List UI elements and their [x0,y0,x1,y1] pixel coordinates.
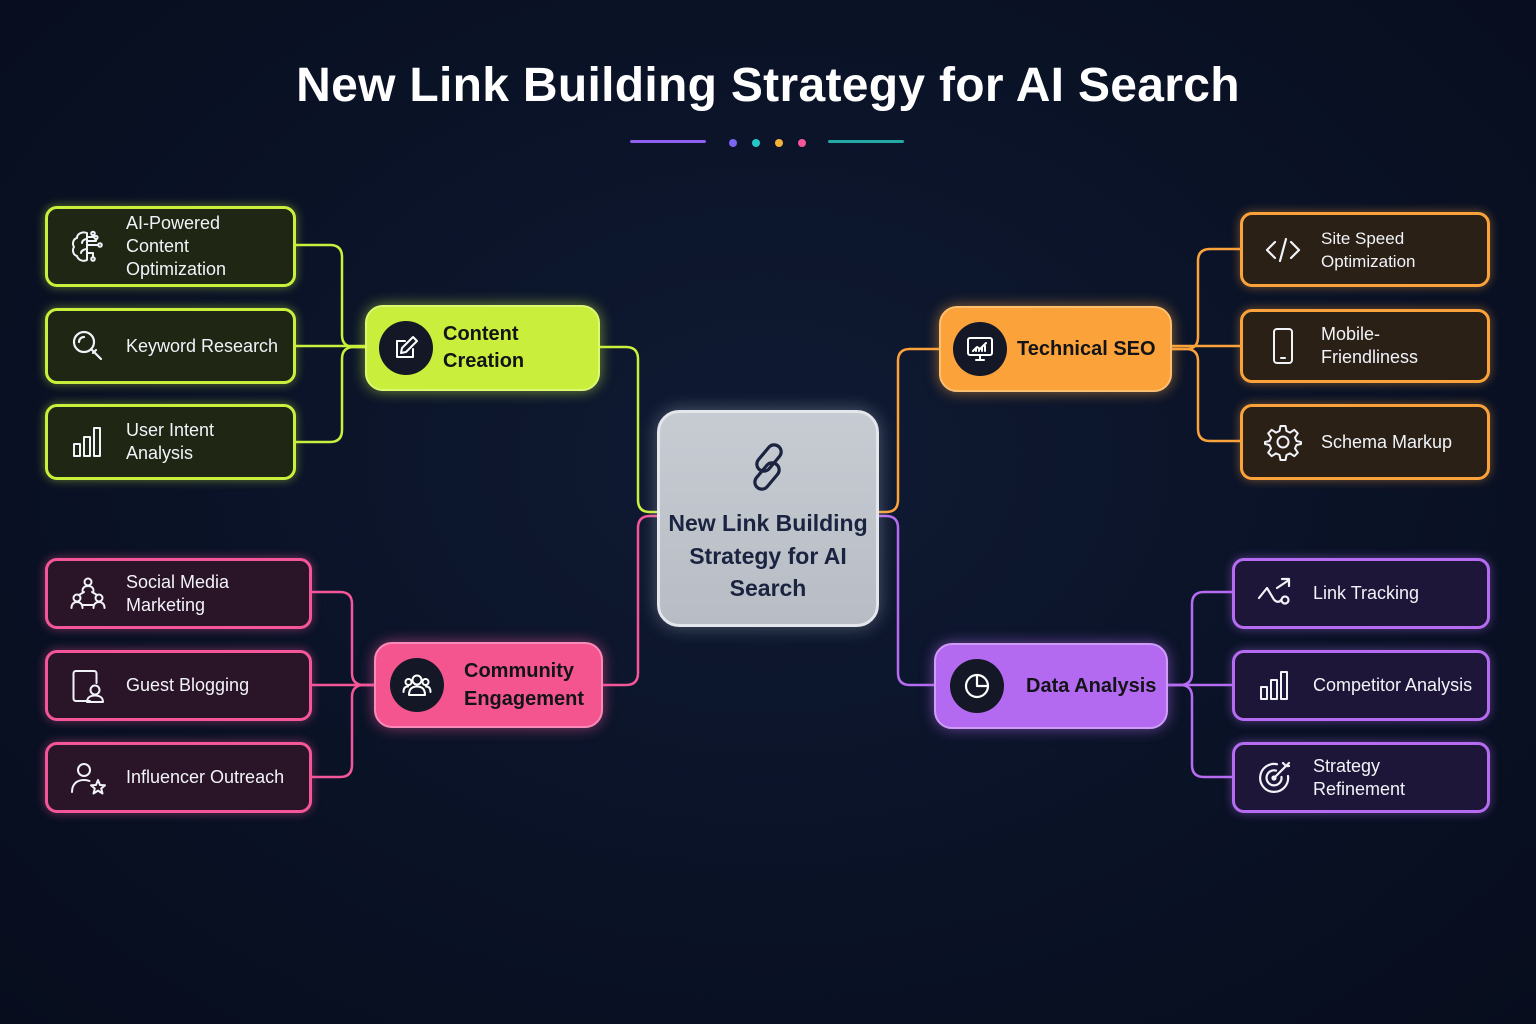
leaf-label: Competitor Analysis [1313,675,1473,695]
user-star-icon [66,756,110,800]
leaf-strategy-refinement[interactable]: Strategy Refinement [1232,742,1490,813]
leaf-label: Social Media Marketing [126,571,230,615]
center-node[interactable]: New Link Building Strategy for AI Search [657,410,879,627]
hub-technical-seo[interactable]: Technical SEO [939,306,1172,392]
author-profile-icon [66,664,110,708]
hub-content-creation[interactable]: Content Creation [365,305,600,391]
hub-label: Content Creation [443,323,525,372]
leaf-influencer-outreach[interactable]: Influencer Outreach [45,742,312,813]
page-title: New Link Building Strategy for AI Search [296,59,1240,112]
code-icon [1261,228,1305,272]
hub-label: Data Analysis [1026,674,1157,697]
pie-chart-icon [950,659,1004,713]
center-label: New Link Building Strategy for AI Search [668,510,868,601]
leaf-label: Site Speed Optimization [1321,228,1416,271]
leaf-site-speed-optimization[interactable]: Site Speed Optimization [1240,212,1490,287]
leaf-ai-powered-content-optimization[interactable]: AI-Powered Content Optimization [45,206,296,287]
leaf-label: Schema Markup [1321,431,1453,452]
leaf-link-tracking[interactable]: Link Tracking [1232,558,1490,629]
leaf-social-media-marketing[interactable]: Social Media Marketing [45,558,312,629]
leaf-guest-blogging[interactable]: Guest Blogging [45,650,312,721]
leaf-label: Influencer Outreach [126,767,285,787]
leaf-label: Mobile-Friendliness [1321,324,1419,367]
trend-arrow-icon [1253,572,1297,616]
gear-icon [1261,420,1305,464]
leaf-label: Link Tracking [1313,583,1420,603]
hub-label: Technical SEO [1017,337,1156,360]
title-divider [0,139,1536,147]
magnifier-icon [66,324,110,368]
link-chain-icon [753,443,783,491]
leaf-competitor-analysis[interactable]: Competitor Analysis [1232,650,1490,721]
target-icon [1253,756,1297,800]
monitor-chart-icon [953,322,1007,376]
hub-data-analysis[interactable]: Data Analysis [934,643,1168,729]
hub-community-engagement[interactable]: Community Engagement [374,642,603,728]
leaf-label: Guest Blogging [126,675,250,695]
users-icon [390,658,444,712]
leaf-user-intent-analysis[interactable]: User Intent Analysis [45,404,296,480]
edit-icon [379,321,433,375]
leaf-label: Strategy Refinement [1313,755,1406,799]
hub-label: Community Engagement [464,660,585,710]
bar-chart-icon [66,420,110,464]
bar-chart-icon [1253,664,1297,708]
network-people-icon [66,572,110,616]
leaf-label: User Intent Analysis [126,420,215,463]
leaf-label: Keyword Research [126,335,279,356]
brain-circuit-icon [66,225,110,269]
leaf-mobile-friendliness[interactable]: Mobile-Friendliness [1240,309,1490,383]
leaf-label: AI-Powered Content Optimization [126,213,227,279]
leaf-schema-markup[interactable]: Schema Markup [1240,404,1490,480]
smartphone-icon [1261,324,1305,368]
leaf-keyword-research[interactable]: Keyword Research [45,308,296,384]
